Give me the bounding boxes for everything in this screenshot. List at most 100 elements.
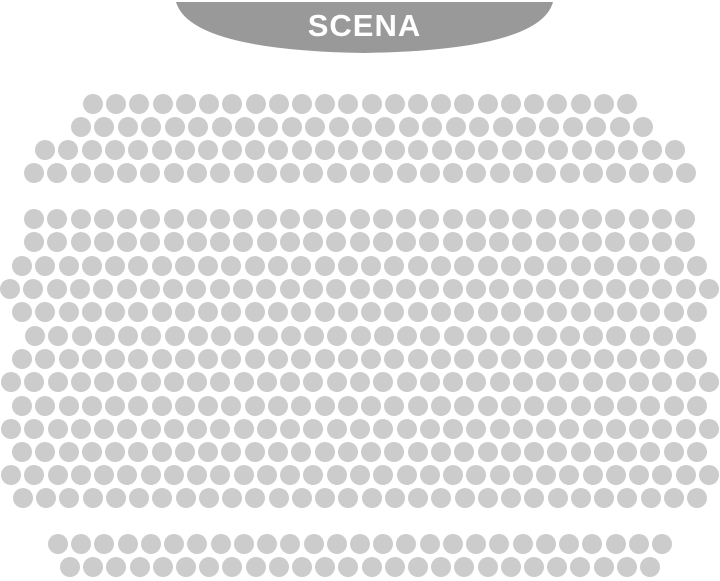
seat[interactable] (233, 232, 254, 252)
seat[interactable] (419, 279, 440, 299)
seat[interactable] (93, 232, 114, 252)
seat[interactable] (244, 349, 265, 369)
seat[interactable] (699, 279, 719, 299)
seat[interactable] (397, 326, 417, 346)
seat[interactable] (477, 488, 498, 508)
seat[interactable] (187, 163, 207, 183)
seat[interactable] (221, 302, 242, 322)
seat[interactable] (291, 302, 312, 322)
seat[interactable] (117, 232, 137, 252)
seat[interactable] (60, 557, 80, 577)
seat[interactable] (82, 488, 103, 508)
seat[interactable] (151, 396, 172, 416)
seat[interactable] (1, 465, 21, 485)
seat[interactable] (430, 302, 451, 322)
seat[interactable] (281, 117, 302, 137)
seat[interactable] (47, 163, 68, 183)
seat[interactable] (570, 488, 591, 508)
seat[interactable] (454, 256, 475, 276)
seat[interactable] (187, 372, 208, 392)
seat[interactable] (327, 326, 348, 346)
seat[interactable] (211, 326, 231, 346)
seat[interactable] (268, 302, 289, 322)
seat[interactable] (186, 232, 207, 252)
seat[interactable] (349, 279, 370, 299)
seat[interactable] (375, 117, 396, 137)
seat[interactable] (350, 163, 370, 183)
seat[interactable] (547, 256, 568, 276)
seat[interactable] (663, 256, 684, 276)
seat[interactable] (477, 442, 498, 462)
seat[interactable] (396, 419, 417, 439)
seat[interactable] (539, 117, 560, 137)
seat[interactable] (489, 419, 510, 439)
seat[interactable] (24, 163, 44, 183)
seat[interactable] (422, 117, 443, 137)
seat[interactable] (512, 419, 533, 439)
seat[interactable] (675, 232, 695, 252)
seat[interactable] (268, 396, 289, 416)
seat[interactable] (629, 372, 650, 392)
seat[interactable] (617, 349, 638, 369)
seat[interactable] (314, 302, 335, 322)
seat[interactable] (687, 442, 707, 462)
seat[interactable] (675, 465, 696, 485)
seat[interactable] (245, 557, 266, 577)
seat[interactable] (617, 488, 638, 508)
seat[interactable] (35, 302, 56, 322)
seat[interactable] (628, 232, 649, 252)
seat[interactable] (315, 557, 336, 577)
seat[interactable] (419, 232, 440, 252)
seat[interactable] (640, 557, 660, 577)
seat[interactable] (663, 488, 684, 508)
seat[interactable] (663, 302, 684, 322)
seat[interactable] (512, 372, 533, 392)
seat[interactable] (187, 465, 208, 485)
seat[interactable] (617, 442, 638, 462)
seat[interactable] (222, 557, 243, 577)
seat[interactable] (163, 209, 184, 229)
seat[interactable] (373, 372, 394, 392)
seat[interactable] (24, 209, 44, 229)
seat[interactable] (559, 372, 580, 392)
seat[interactable] (407, 302, 428, 322)
seat[interactable] (13, 488, 33, 508)
seat[interactable] (106, 94, 127, 114)
seat[interactable] (140, 465, 161, 485)
seat[interactable] (352, 117, 372, 137)
seat[interactable] (291, 94, 312, 114)
seat[interactable] (326, 209, 347, 229)
seat[interactable] (629, 465, 650, 485)
seat[interactable] (547, 302, 568, 322)
seat[interactable] (430, 349, 451, 369)
seat[interactable] (105, 396, 126, 416)
seat[interactable] (442, 209, 463, 229)
seat[interactable] (663, 442, 684, 462)
seat[interactable] (489, 534, 510, 554)
seat[interactable] (303, 372, 324, 392)
seat[interactable] (454, 94, 475, 114)
seat[interactable] (303, 534, 324, 554)
seat[interactable] (489, 163, 510, 183)
seat[interactable] (58, 140, 79, 160)
seat[interactable] (466, 279, 486, 299)
seat[interactable] (176, 557, 196, 577)
seat[interactable] (372, 232, 393, 252)
seat[interactable] (477, 94, 498, 114)
seat[interactable] (490, 326, 510, 346)
seat[interactable] (443, 419, 464, 439)
seat[interactable] (605, 419, 626, 439)
seat[interactable] (384, 557, 405, 577)
seat[interactable] (501, 488, 522, 508)
seat[interactable] (1, 419, 21, 439)
seat[interactable] (419, 163, 440, 183)
seat[interactable] (593, 396, 614, 416)
seat[interactable] (128, 256, 149, 276)
seat[interactable] (430, 396, 451, 416)
seat[interactable] (268, 256, 289, 276)
seat[interactable] (687, 488, 707, 508)
seat[interactable] (477, 256, 498, 276)
seat[interactable] (617, 94, 637, 114)
seat[interactable] (140, 232, 161, 252)
seat[interactable] (466, 372, 487, 392)
